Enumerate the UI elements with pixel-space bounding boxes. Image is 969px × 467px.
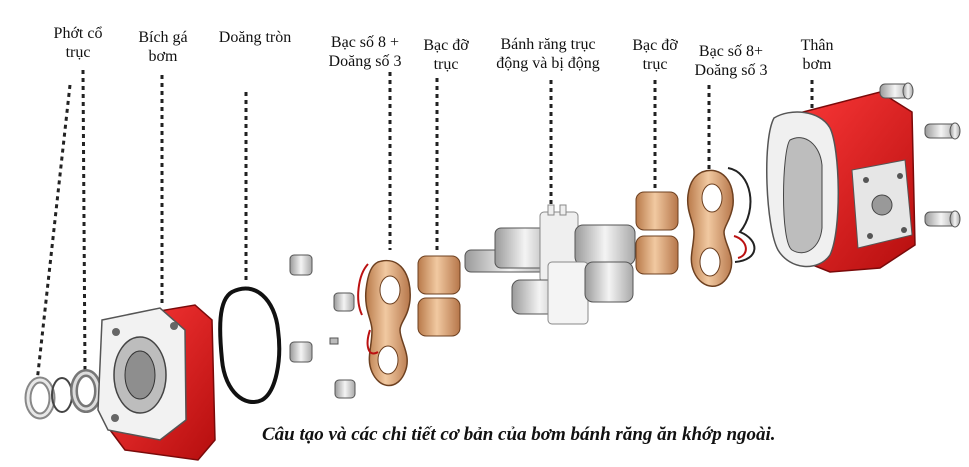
small-bushings — [289, 254, 356, 399]
label-line: trục — [65, 44, 91, 61]
label-line: Bạc số 8 + — [330, 34, 400, 51]
label-line: Doăng số 3 — [694, 62, 768, 79]
figure8-plate-left — [357, 259, 411, 387]
label-line: trục — [433, 56, 459, 73]
label-line: Bạc đỡ — [632, 37, 678, 54]
label-bich-ga-bom: Bích gá bơm — [138, 28, 187, 66]
label-line: Doăng số 3 — [328, 53, 402, 70]
figure8-plate-right — [686, 167, 756, 287]
label-line: bơm — [148, 48, 178, 65]
label-than-bom: Thân bơm — [801, 36, 834, 74]
label-line: Bích gá — [138, 29, 188, 46]
figure-caption: Câu tạo và các chi tiết cơ bản của bơm b… — [262, 424, 776, 445]
label-line: Doăng tròn — [218, 29, 292, 46]
pump-body — [766, 82, 961, 273]
label-bac-so8-doang3-right: Bạc số 8+ Doăng số 3 — [695, 42, 768, 80]
label-bac-do-truc-right: Bạc đỡ trục — [632, 36, 677, 74]
label-line: Bạc đỡ — [423, 37, 469, 54]
leader-phot-co-truc-2 — [81, 69, 87, 373]
label-line: Thân — [800, 37, 834, 54]
bronze-bushings-right — [635, 191, 679, 275]
mounting-flange — [97, 304, 216, 461]
label-line: trục — [642, 56, 668, 73]
bronze-bushings-left — [417, 255, 461, 337]
shaft-seal-rings — [24, 369, 102, 420]
leader-phot-co-truc-1 — [35, 84, 72, 383]
label-doang-tron: Doăng tròn — [219, 28, 291, 47]
leader-lines — [35, 69, 814, 383]
label-line: Bánh răng trục — [500, 36, 596, 53]
label-banh-rang: Bánh răng trục động và bị động — [496, 35, 600, 73]
label-bac-so8-doang3-left: Bạc số 8 + Doăng số 3 — [329, 33, 402, 71]
gear-shafts — [464, 204, 636, 325]
label-bac-do-truc-left: Bạc đỡ trục — [423, 36, 468, 74]
label-phot-co-truc: Phớt cổ trục — [54, 24, 103, 62]
label-line: động và bị động — [496, 55, 600, 72]
label-line: bơm — [802, 56, 832, 73]
o-ring — [218, 286, 282, 404]
label-line: Bạc số 8+ — [698, 43, 764, 60]
label-line: Phớt cổ — [53, 25, 103, 42]
